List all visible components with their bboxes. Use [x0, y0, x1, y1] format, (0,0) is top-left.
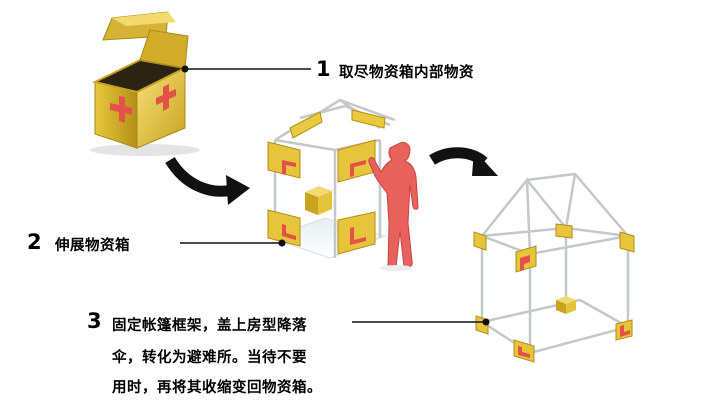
- curved-arrow-icon: [429, 147, 498, 176]
- step-2-number: 2: [27, 230, 42, 254]
- person-figure-icon: [368, 141, 419, 271]
- supply-box-icon: [90, 11, 200, 156]
- expanding-frame-icon: [267, 98, 396, 259]
- step-3-text-line-2: 伞，转化为避难所。当待不要: [112, 350, 307, 366]
- step-3-number: 3: [87, 309, 102, 333]
- shelter-frame-icon: [473, 172, 635, 363]
- step-2-text: 伸展物资箱: [55, 238, 130, 254]
- leader-dot-3: [482, 318, 490, 326]
- step-3-text-line-1: 固定帐篷框架，盖上房型降落: [112, 318, 307, 334]
- step-1-text: 取尽物资箱内部物资: [339, 65, 474, 81]
- step-1-number: 1: [316, 57, 331, 81]
- leader-lines: [180, 68, 486, 323]
- leader-dot-2: [278, 239, 286, 247]
- step-3-text-line-3: 用时，再将其收缩变回物资箱。: [112, 380, 322, 396]
- leader-dot-1: [181, 65, 189, 73]
- curved-arrow-icon: [165, 156, 250, 205]
